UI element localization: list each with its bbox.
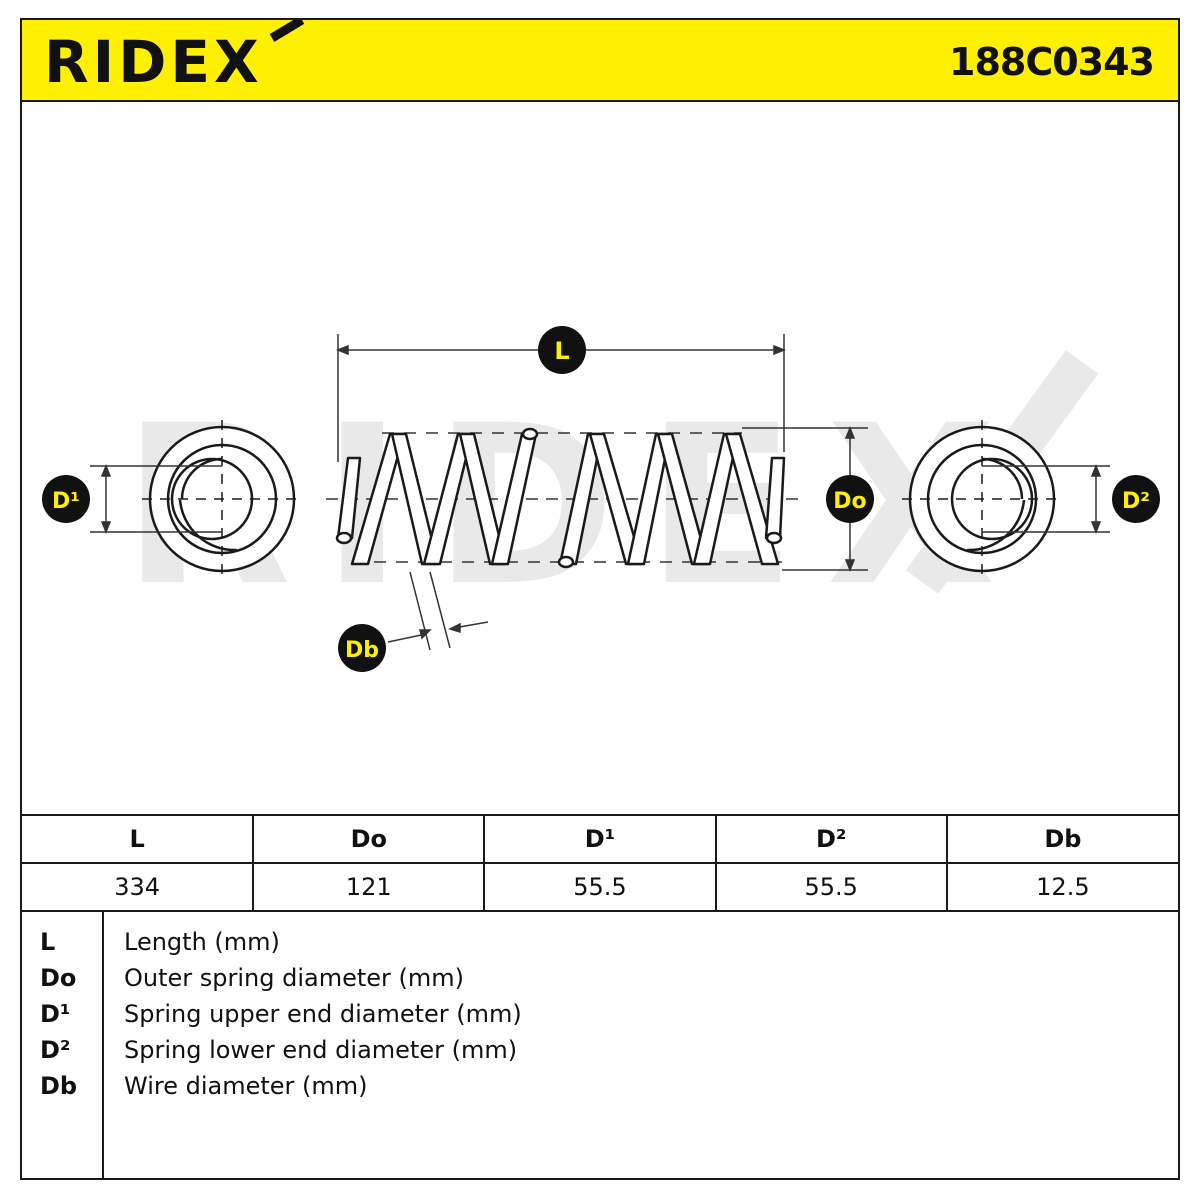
legend-description: Spring upper end diameter (mm): [124, 1000, 522, 1028]
legend-item: D¹ Spring upper end diameter (mm): [22, 1000, 1178, 1036]
svg-text:D²: D²: [1122, 489, 1150, 514]
spec-header-outer-diameter: Do: [252, 814, 486, 864]
legend-item: L Length (mm): [22, 928, 1178, 964]
brand-logo: RIDEX: [44, 20, 304, 96]
d2-dimension: [982, 463, 1110, 535]
spec-table: L Do D¹ D² Db 334 121 55.5 55.5 12.5: [22, 814, 1178, 912]
spec-header-lower-end-diameter: D²: [714, 814, 948, 864]
legend-symbol: L: [40, 928, 56, 956]
upper-end-view: [142, 420, 302, 578]
spec-value-wire-diameter: 12.5: [945, 862, 1178, 912]
legend-symbol: Db: [40, 1072, 78, 1100]
legend-description: Wire diameter (mm): [124, 1072, 368, 1100]
spec-value-outer-diameter: 121: [252, 862, 486, 912]
part-number: 188C0343: [949, 40, 1155, 84]
label-lower-end-diameter: D²: [1112, 475, 1160, 523]
legend-item: Do Outer spring diameter (mm): [22, 964, 1178, 1000]
label-upper-end-diameter: D¹: [42, 475, 90, 523]
legend-description: Spring lower end diameter (mm): [124, 1036, 518, 1064]
legend-item: D² Spring lower end diameter (mm): [22, 1036, 1178, 1072]
legend-symbol: Do: [40, 964, 77, 992]
legend: L Length (mm) Do Outer spring diameter (…: [22, 910, 1178, 1178]
spec-header-wire-diameter: Db: [945, 814, 1178, 864]
legend-item: Db Wire diameter (mm): [22, 1072, 1178, 1108]
spec-header-length: L: [22, 814, 255, 864]
spec-header-upper-end-diameter: D¹: [483, 814, 717, 864]
legend-symbol: D¹: [40, 1000, 71, 1028]
svg-text:Db: Db: [345, 638, 379, 663]
lower-end-view: [902, 420, 1062, 578]
svg-text:Do: Do: [833, 489, 866, 514]
d1-dimension: [90, 463, 222, 535]
spec-value-lower-end-diameter: 55.5: [714, 862, 948, 912]
legend-symbol: D²: [40, 1036, 71, 1064]
label-outer-diameter: Do: [826, 475, 874, 523]
spec-value-length: 334: [22, 862, 255, 912]
legend-description: Outer spring diameter (mm): [124, 964, 465, 992]
spec-value-upper-end-diameter: 55.5: [483, 862, 717, 912]
svg-text:L: L: [554, 337, 569, 365]
label-length: L: [538, 326, 586, 374]
spring-side-view: [326, 427, 802, 569]
label-wire-diameter: Db: [338, 624, 386, 672]
db-dimension: [387, 571, 489, 651]
svg-text:RIDEX: RIDEX: [44, 28, 263, 96]
svg-text:D¹: D¹: [52, 489, 80, 514]
spec-header-row: L Do D¹ D² Db: [22, 814, 1178, 864]
header-bar: RIDEX 188C0343: [22, 20, 1178, 102]
legend-description: Length (mm): [124, 928, 280, 956]
legend-divider: [102, 910, 104, 1178]
datasheet-frame: RIDEX 188C0343 RIDEX: [20, 18, 1180, 1180]
spec-value-row: 334 121 55.5 55.5 12.5: [22, 862, 1178, 912]
spring-drawing: RIDEX: [42, 326, 1160, 672]
